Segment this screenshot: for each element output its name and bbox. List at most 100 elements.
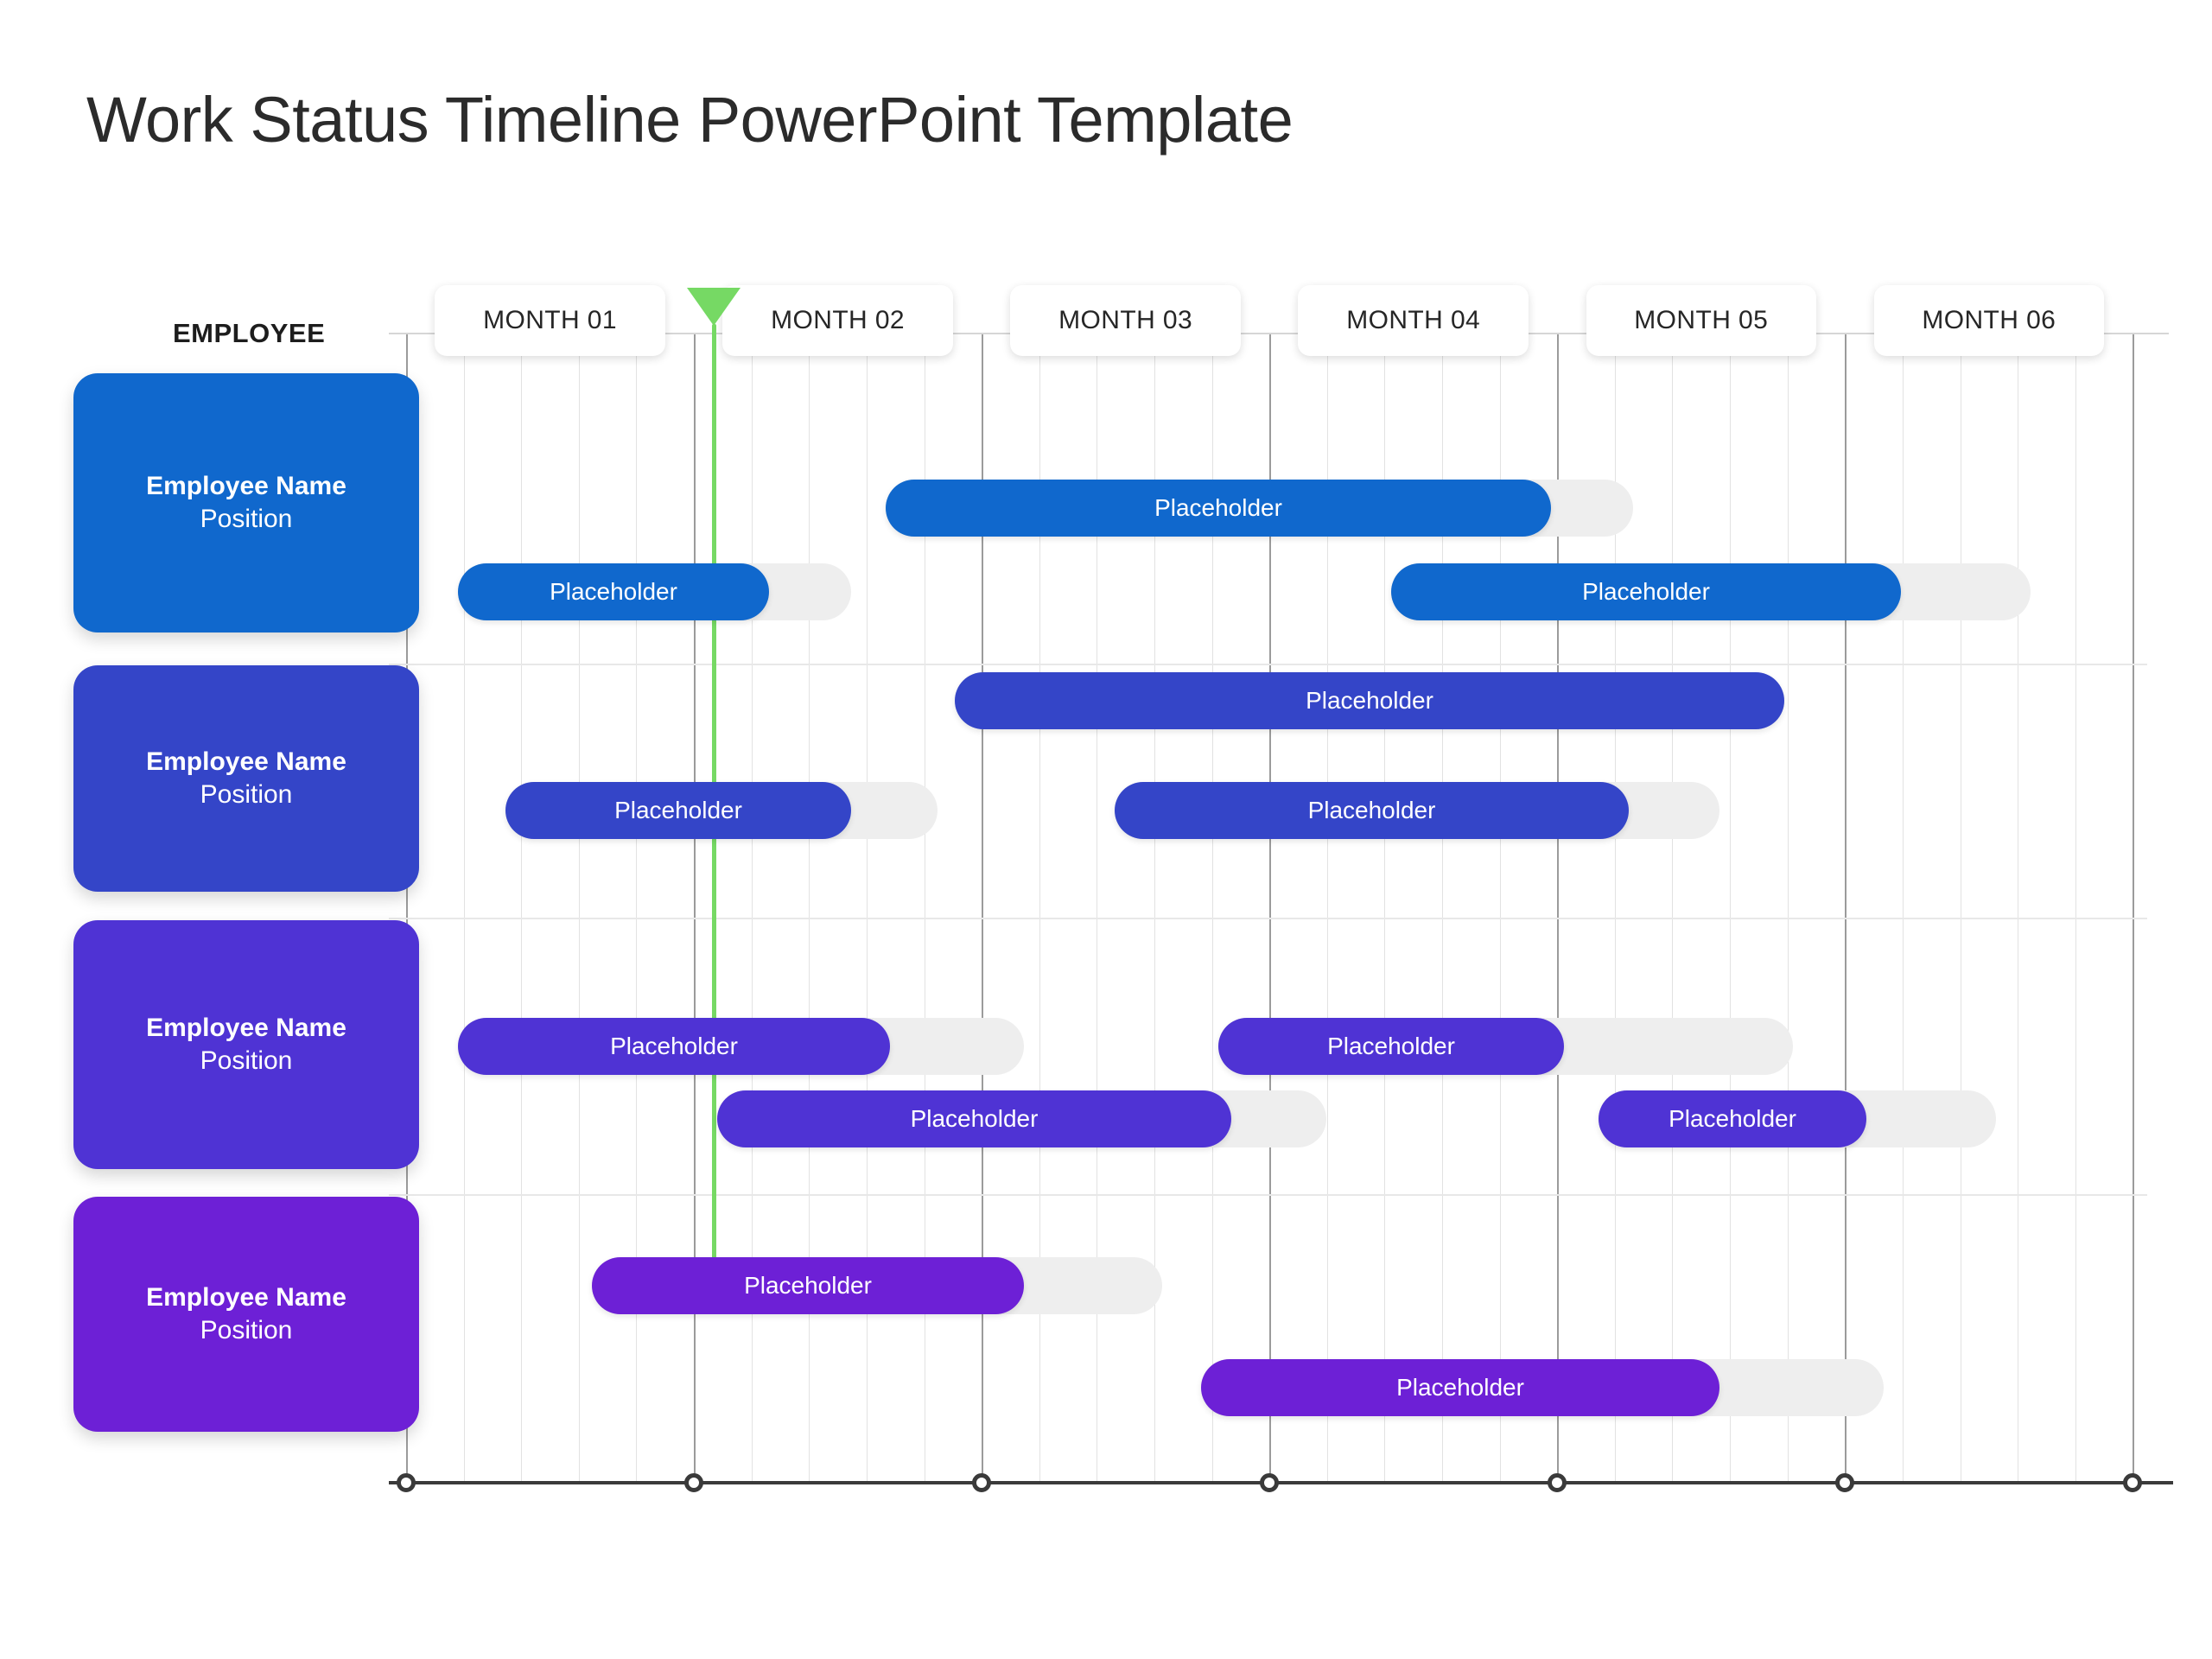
axis-node-4[interactable] — [1548, 1473, 1567, 1492]
month-header-card-3[interactable]: MONTH 03 — [1010, 285, 1241, 356]
gridline-minor — [1326, 333, 1328, 1482]
task-bar[interactable]: Placeholder — [458, 1018, 890, 1075]
month-header-card-1[interactable]: MONTH 01 — [435, 285, 665, 356]
employee-position: Position — [200, 1316, 293, 1344]
axis-node-5[interactable] — [1835, 1473, 1855, 1492]
task-bar-track: Placeholder — [458, 1018, 1024, 1075]
gridline-minor — [1902, 333, 1904, 1482]
month-header-card-2[interactable]: MONTH 02 — [722, 285, 953, 356]
row-separator — [389, 918, 2147, 919]
task-bar-track: Placeholder — [1201, 1359, 1884, 1416]
axis-node-2[interactable] — [972, 1473, 992, 1492]
marker-triangle-icon — [687, 288, 741, 326]
gridline-major — [406, 333, 408, 1482]
axis-node-6[interactable] — [2123, 1473, 2143, 1492]
task-bar[interactable]: Placeholder — [505, 782, 851, 839]
gridline-minor — [2075, 333, 2076, 1482]
task-bar[interactable]: Placeholder — [592, 1257, 1024, 1314]
top-axis-rule — [389, 333, 2169, 334]
row-separator — [389, 664, 2147, 665]
task-bar[interactable]: Placeholder — [1201, 1359, 1719, 1416]
gridline-minor — [1442, 333, 1443, 1482]
gridline-minor — [1787, 333, 1789, 1482]
axis-node-3[interactable] — [1260, 1473, 1280, 1492]
task-bar-label: Placeholder — [1669, 1105, 1796, 1132]
task-bar-label: Placeholder — [614, 797, 742, 823]
task-bar-track: Placeholder — [1218, 1018, 1793, 1075]
row-separator — [389, 1194, 2147, 1196]
gridline-minor — [1384, 333, 1386, 1482]
gridline-major — [694, 333, 696, 1482]
employee-position: Position — [200, 780, 293, 809]
gridline-minor — [1672, 333, 1674, 1482]
month-label: MONTH 04 — [1346, 306, 1481, 334]
gridline-major — [982, 333, 984, 1482]
month-label: MONTH 01 — [483, 306, 617, 334]
month-label: MONTH 05 — [1634, 306, 1769, 334]
task-bar-track: Placeholder — [1115, 782, 1719, 839]
employee-position: Position — [200, 1046, 293, 1075]
employee-name: Employee Name — [146, 1282, 346, 1312]
chart-gridlines — [406, 333, 2147, 1482]
task-bar-track: Placeholder — [505, 782, 938, 839]
gridline-minor — [1096, 333, 1098, 1482]
month-label: MONTH 06 — [1922, 306, 2056, 334]
gridline-major — [2133, 333, 2135, 1482]
month-header-card-4[interactable]: MONTH 04 — [1298, 285, 1529, 356]
task-bar-label: Placeholder — [1306, 687, 1433, 714]
task-bar-track: Placeholder — [717, 1090, 1326, 1147]
gridline-minor — [463, 333, 465, 1482]
gridline-minor — [1211, 333, 1213, 1482]
task-bar-track: Placeholder — [955, 672, 1784, 729]
task-bar-track: Placeholder — [886, 480, 1633, 537]
task-bar-label: Placeholder — [610, 1033, 738, 1059]
bottom-axis-line — [389, 1481, 2173, 1484]
gridline-minor — [1039, 333, 1040, 1482]
task-bar-label: Placeholder — [1327, 1033, 1455, 1059]
month-label: MONTH 02 — [771, 306, 906, 334]
month-header-card-6[interactable]: MONTH 06 — [1873, 285, 2105, 356]
month-header-card-5[interactable]: MONTH 05 — [1586, 285, 1816, 356]
gridline-minor — [1730, 333, 1732, 1482]
task-bar-track: Placeholder — [1599, 1090, 1996, 1147]
gridline-minor — [866, 333, 868, 1482]
task-bar[interactable]: Placeholder — [1391, 563, 1901, 620]
task-bar[interactable]: Placeholder — [458, 563, 769, 620]
gridline-minor — [751, 333, 753, 1482]
task-bar-label: Placeholder — [1307, 797, 1436, 823]
employee-name: Employee Name — [146, 747, 346, 776]
task-bar-track: Placeholder — [458, 563, 851, 620]
gridline-minor — [578, 333, 580, 1482]
task-bar[interactable]: Placeholder — [717, 1090, 1231, 1147]
gridline-minor — [1499, 333, 1501, 1482]
axis-node-0[interactable] — [397, 1473, 416, 1492]
task-bar-track: Placeholder — [592, 1257, 1162, 1314]
task-bar-label: Placeholder — [1154, 494, 1282, 521]
task-bar[interactable]: Placeholder — [1115, 782, 1629, 839]
gridline-major — [1269, 333, 1272, 1482]
task-bar[interactable]: Placeholder — [955, 672, 1784, 729]
axis-node-1[interactable] — [684, 1473, 704, 1492]
gridline-major — [1557, 333, 1560, 1482]
task-bar[interactable]: Placeholder — [886, 480, 1551, 537]
task-bar-label: Placeholder — [1582, 578, 1710, 605]
task-bar-track: Placeholder — [1391, 563, 2031, 620]
employee-name: Employee Name — [146, 471, 346, 500]
month-label: MONTH 03 — [1058, 306, 1193, 334]
task-bar[interactable]: Placeholder — [1599, 1090, 1866, 1147]
gridline-minor — [1154, 333, 1155, 1482]
gridline-minor — [1614, 333, 1616, 1482]
task-bar-label: Placeholder — [910, 1105, 1039, 1132]
employee-column-header: EMPLOYEE — [173, 318, 326, 348]
task-bar-label: Placeholder — [744, 1272, 872, 1299]
gridline-major — [1845, 333, 1847, 1482]
employee-name: Employee Name — [146, 1013, 346, 1042]
task-bar[interactable]: Placeholder — [1218, 1018, 1564, 1075]
employee-position: Position — [200, 505, 293, 533]
gridline-minor — [809, 333, 810, 1482]
